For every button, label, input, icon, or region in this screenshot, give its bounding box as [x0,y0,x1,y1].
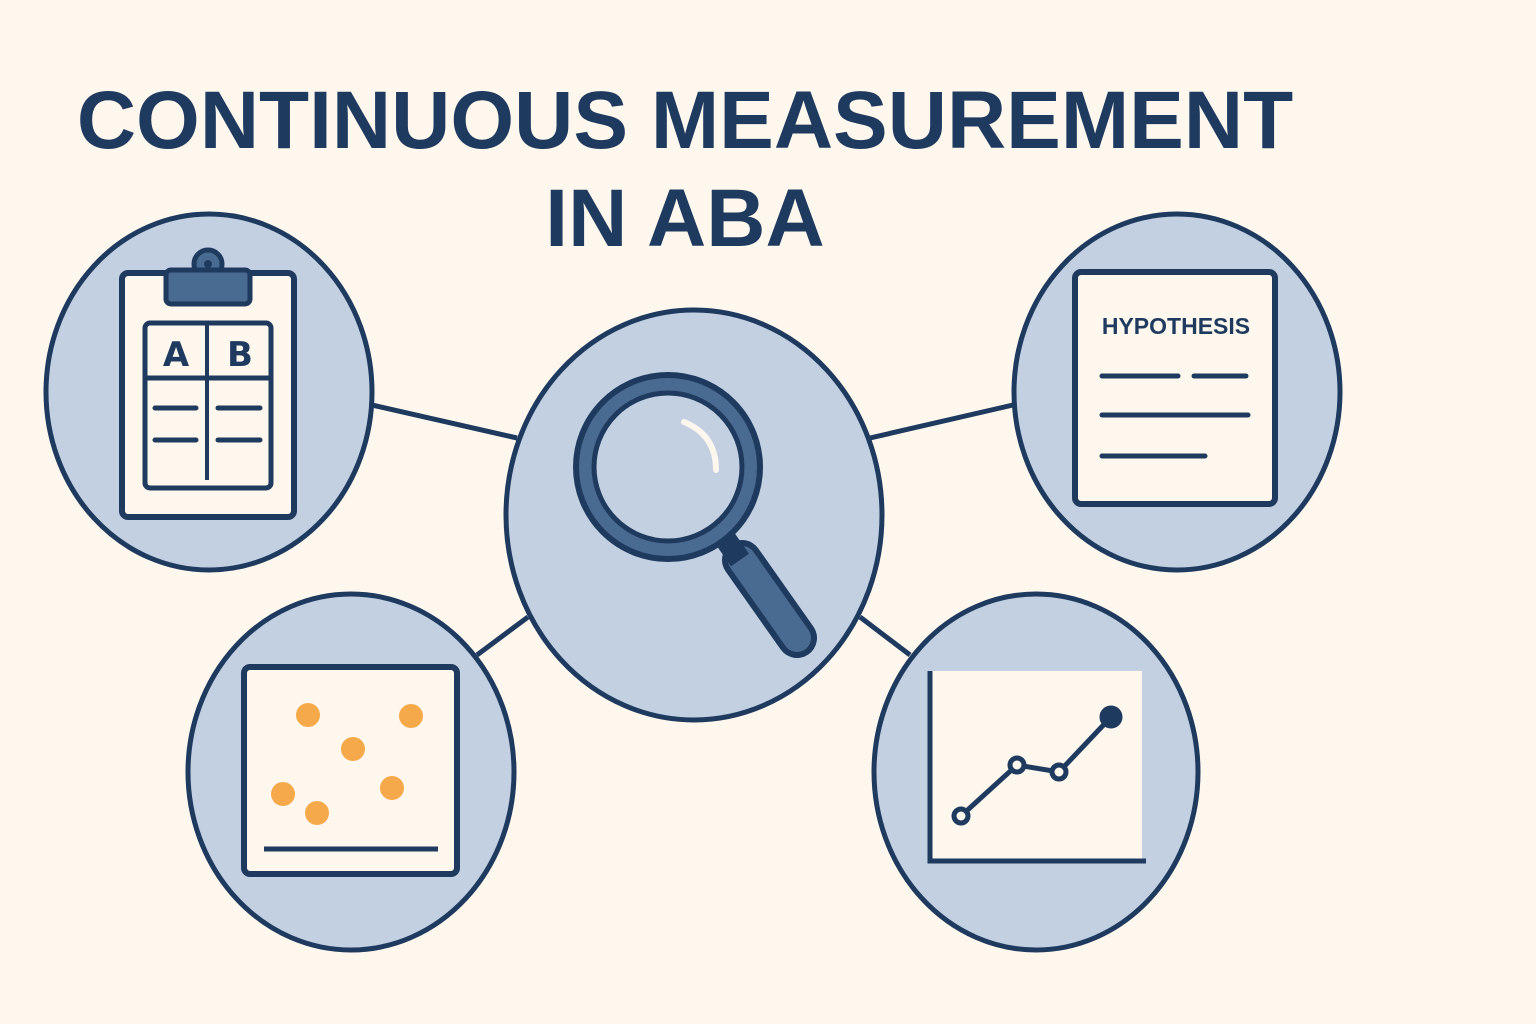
connector-clipboard [371,402,518,441]
title-line-1: CONTINUOUS MEASUREMENT [0,80,1370,162]
scatter-dot [296,703,320,727]
clipboard-ab-icon [119,247,297,520]
scatter-dot [305,801,329,825]
magnifier-node [503,307,885,723]
scatter-dot [399,704,423,728]
title-line-2-text: IN ABA [545,173,825,264]
line-point [1049,762,1069,782]
column-a-label: A [163,335,190,375]
scatter-node [185,591,517,953]
line-chart-icon [927,671,1146,864]
connector-scatter [475,614,530,658]
scatter-dot [380,776,404,800]
line-chart-node [871,591,1201,953]
hypothesis-heading: HYPOTHESIS [1102,313,1250,339]
title-line-1-text: CONTINUOUS MEASUREMENT [76,75,1294,166]
line-point [1007,755,1027,775]
column-b-label: B [227,335,253,375]
line-point [951,806,971,826]
connector-hypothesis [869,402,1014,441]
line-point [1099,705,1123,729]
connector-line-chart [858,615,912,657]
connectors [371,402,1014,658]
document-icon [1072,269,1278,507]
magnifying-glass-icon [573,372,817,658]
clipboard-node: A B [43,211,375,573]
scatter-dot [271,782,295,806]
title-line-2: IN ABA [0,178,1370,260]
scatter-dot [341,737,365,761]
hypothesis-node: HYPOTHESIS [1011,211,1343,573]
scatter-plot-icon [241,664,460,877]
